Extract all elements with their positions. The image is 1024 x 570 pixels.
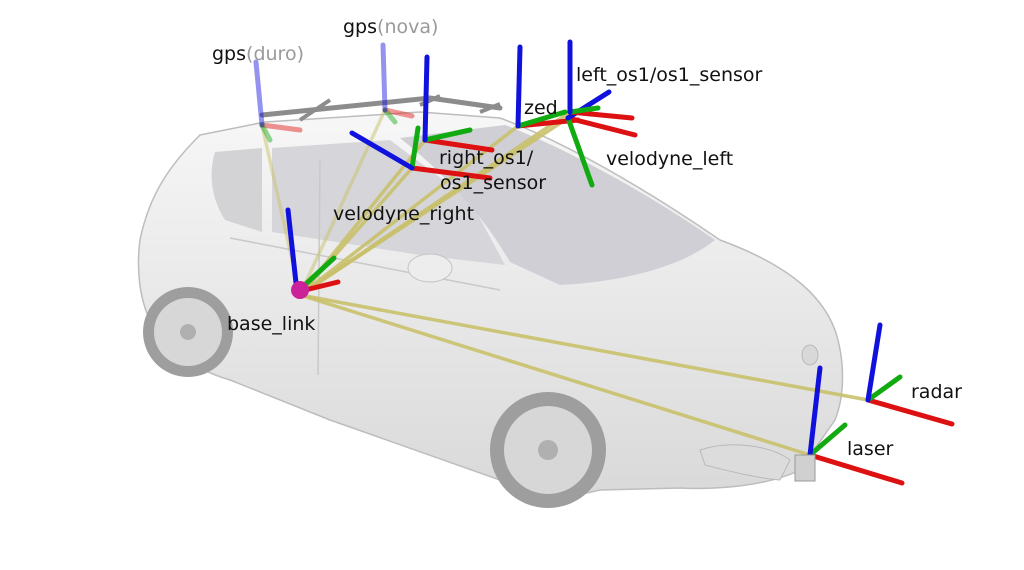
left-os1-label: left_os1/os1_sensor bbox=[576, 64, 763, 86]
gps-nova-name: gps bbox=[343, 16, 378, 38]
gps-nova-suffix: (nova) bbox=[377, 16, 439, 38]
car-logo bbox=[801, 344, 819, 366]
zed-label: zed bbox=[524, 97, 558, 119]
laser-x-axis bbox=[807, 452, 905, 486]
left-os1-y-axis bbox=[565, 115, 595, 188]
tf-links bbox=[260, 108, 870, 457]
right-os1-y-axis bbox=[409, 125, 421, 171]
car-mirror bbox=[407, 253, 453, 283]
base-link-z-axis bbox=[285, 207, 300, 295]
gps-nova-label: gps(nova) bbox=[343, 16, 438, 38]
car-window-rear bbox=[211, 148, 262, 232]
car-roofrack bbox=[259, 95, 503, 118]
gps-duro-name: gps bbox=[212, 43, 247, 65]
car-rear-wheel bbox=[143, 287, 233, 377]
velodyne-right-z-axis bbox=[422, 54, 430, 143]
laser-sensor-box bbox=[794, 454, 816, 482]
gps-duro-z-axis bbox=[253, 59, 265, 128]
radar-label: radar bbox=[911, 381, 962, 403]
gps-duro-x-axis bbox=[259, 122, 303, 133]
right-os1-x-axis bbox=[409, 165, 493, 181]
gps-duro-label: gps(duro) bbox=[212, 43, 304, 65]
tf-link-zed bbox=[298, 124, 520, 297]
gps-duro-y-axis bbox=[259, 122, 273, 143]
laser-z-axis bbox=[807, 365, 823, 458]
gps-nova-x-axis bbox=[382, 107, 415, 119]
car-headlight bbox=[699, 444, 791, 481]
velodyne-left-y-axis bbox=[567, 105, 601, 115]
gps-nova-z-axis bbox=[380, 42, 388, 113]
radar-y-axis bbox=[865, 374, 903, 403]
laser-y-axis bbox=[807, 422, 848, 458]
gps-duro-suffix: (duro) bbox=[246, 43, 304, 65]
radar-z-axis bbox=[865, 322, 883, 403]
right-os1-label-line1: right_os1/ bbox=[439, 147, 534, 169]
tf-link-radar bbox=[298, 293, 870, 402]
car-front-wheel bbox=[490, 392, 606, 508]
left-os1-x-axis bbox=[565, 115, 638, 138]
tf-axes bbox=[253, 39, 955, 486]
gps-nova-y-axis bbox=[382, 107, 398, 125]
tf-link-velodyne-left bbox=[298, 110, 572, 297]
tf-link-laser bbox=[298, 293, 812, 457]
zed-z-axis bbox=[515, 44, 523, 129]
velodyne-right-x-axis bbox=[422, 137, 495, 153]
right-os1-z-axis bbox=[349, 130, 415, 171]
zed-y-axis bbox=[515, 109, 568, 129]
base-link-label: base_link bbox=[227, 313, 316, 335]
laser-label: laser bbox=[847, 438, 894, 460]
car-windshield bbox=[400, 125, 715, 285]
right-os1-label-line2: os1_sensor bbox=[440, 172, 547, 194]
base-link-marker bbox=[291, 281, 309, 299]
tf-link-gps-nova bbox=[298, 108, 387, 297]
car-model bbox=[137, 94, 844, 508]
velodyne-left-label: velodyne_left bbox=[606, 148, 734, 170]
velodyne-right-y-axis bbox=[422, 127, 473, 143]
car-window-side bbox=[272, 140, 505, 265]
velodyne-right-label: velodyne_right bbox=[333, 203, 475, 225]
car-door-line bbox=[229, 159, 501, 376]
radar-x-axis bbox=[865, 397, 955, 427]
